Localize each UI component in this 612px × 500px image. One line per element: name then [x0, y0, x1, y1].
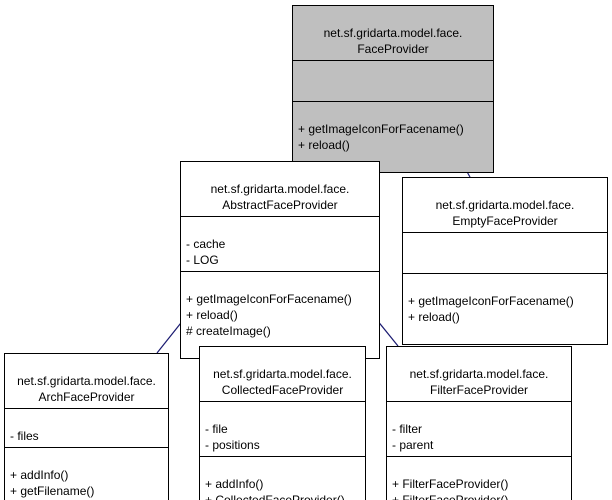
class-node-archfaceprovider[interactable]: net.sf.gridarta.model.face. ArchFaceProv… [4, 353, 169, 500]
class-methods: + addInfo() + CollectedFaceProvider() + … [205, 477, 345, 500]
class-fields: - filter - parent [387, 418, 571, 457]
class-title: net.sf.gridarta.model.face. FaceProvider [293, 22, 493, 61]
class-fields: - file - positions [200, 418, 365, 457]
class-title: net.sf.gridarta.model.face. CollectedFac… [200, 363, 365, 402]
class-title: net.sf.gridarta.model.face. AbstractFace… [181, 178, 379, 217]
class-node-filterfaceprovider[interactable]: net.sf.gridarta.model.face. FilterFacePr… [386, 346, 572, 500]
class-methods: + getImageIconForFacename() + reload() [408, 294, 574, 324]
class-methods: + FilterFaceProvider() + FilterFaceProvi… [392, 477, 509, 500]
class-fields [293, 77, 493, 102]
class-fields: - cache - LOG [181, 233, 379, 272]
class-methods: + getImageIconForFacename() + reload() #… [186, 292, 352, 338]
class-title: net.sf.gridarta.model.face. FilterFacePr… [387, 363, 571, 402]
class-methods: + getImageIconForFacename() + reload() [298, 122, 464, 152]
class-fields: - files [5, 425, 168, 448]
class-title: net.sf.gridarta.model.face. EmptyFacePro… [403, 194, 607, 233]
class-methods: + addInfo() + getFilename() + size() # c… [10, 468, 95, 498]
class-title: net.sf.gridarta.model.face. ArchFaceProv… [5, 370, 168, 409]
class-node-collectedfaceprovider[interactable]: net.sf.gridarta.model.face. CollectedFac… [199, 346, 366, 500]
class-node-abstractfaceprovider[interactable]: net.sf.gridarta.model.face. AbstractFace… [180, 161, 380, 359]
class-node-emptyfaceprovider[interactable]: net.sf.gridarta.model.face. EmptyFacePro… [402, 177, 608, 345]
class-node-faceprovider[interactable]: net.sf.gridarta.model.face. FaceProvider… [292, 5, 494, 173]
class-fields [403, 249, 607, 274]
